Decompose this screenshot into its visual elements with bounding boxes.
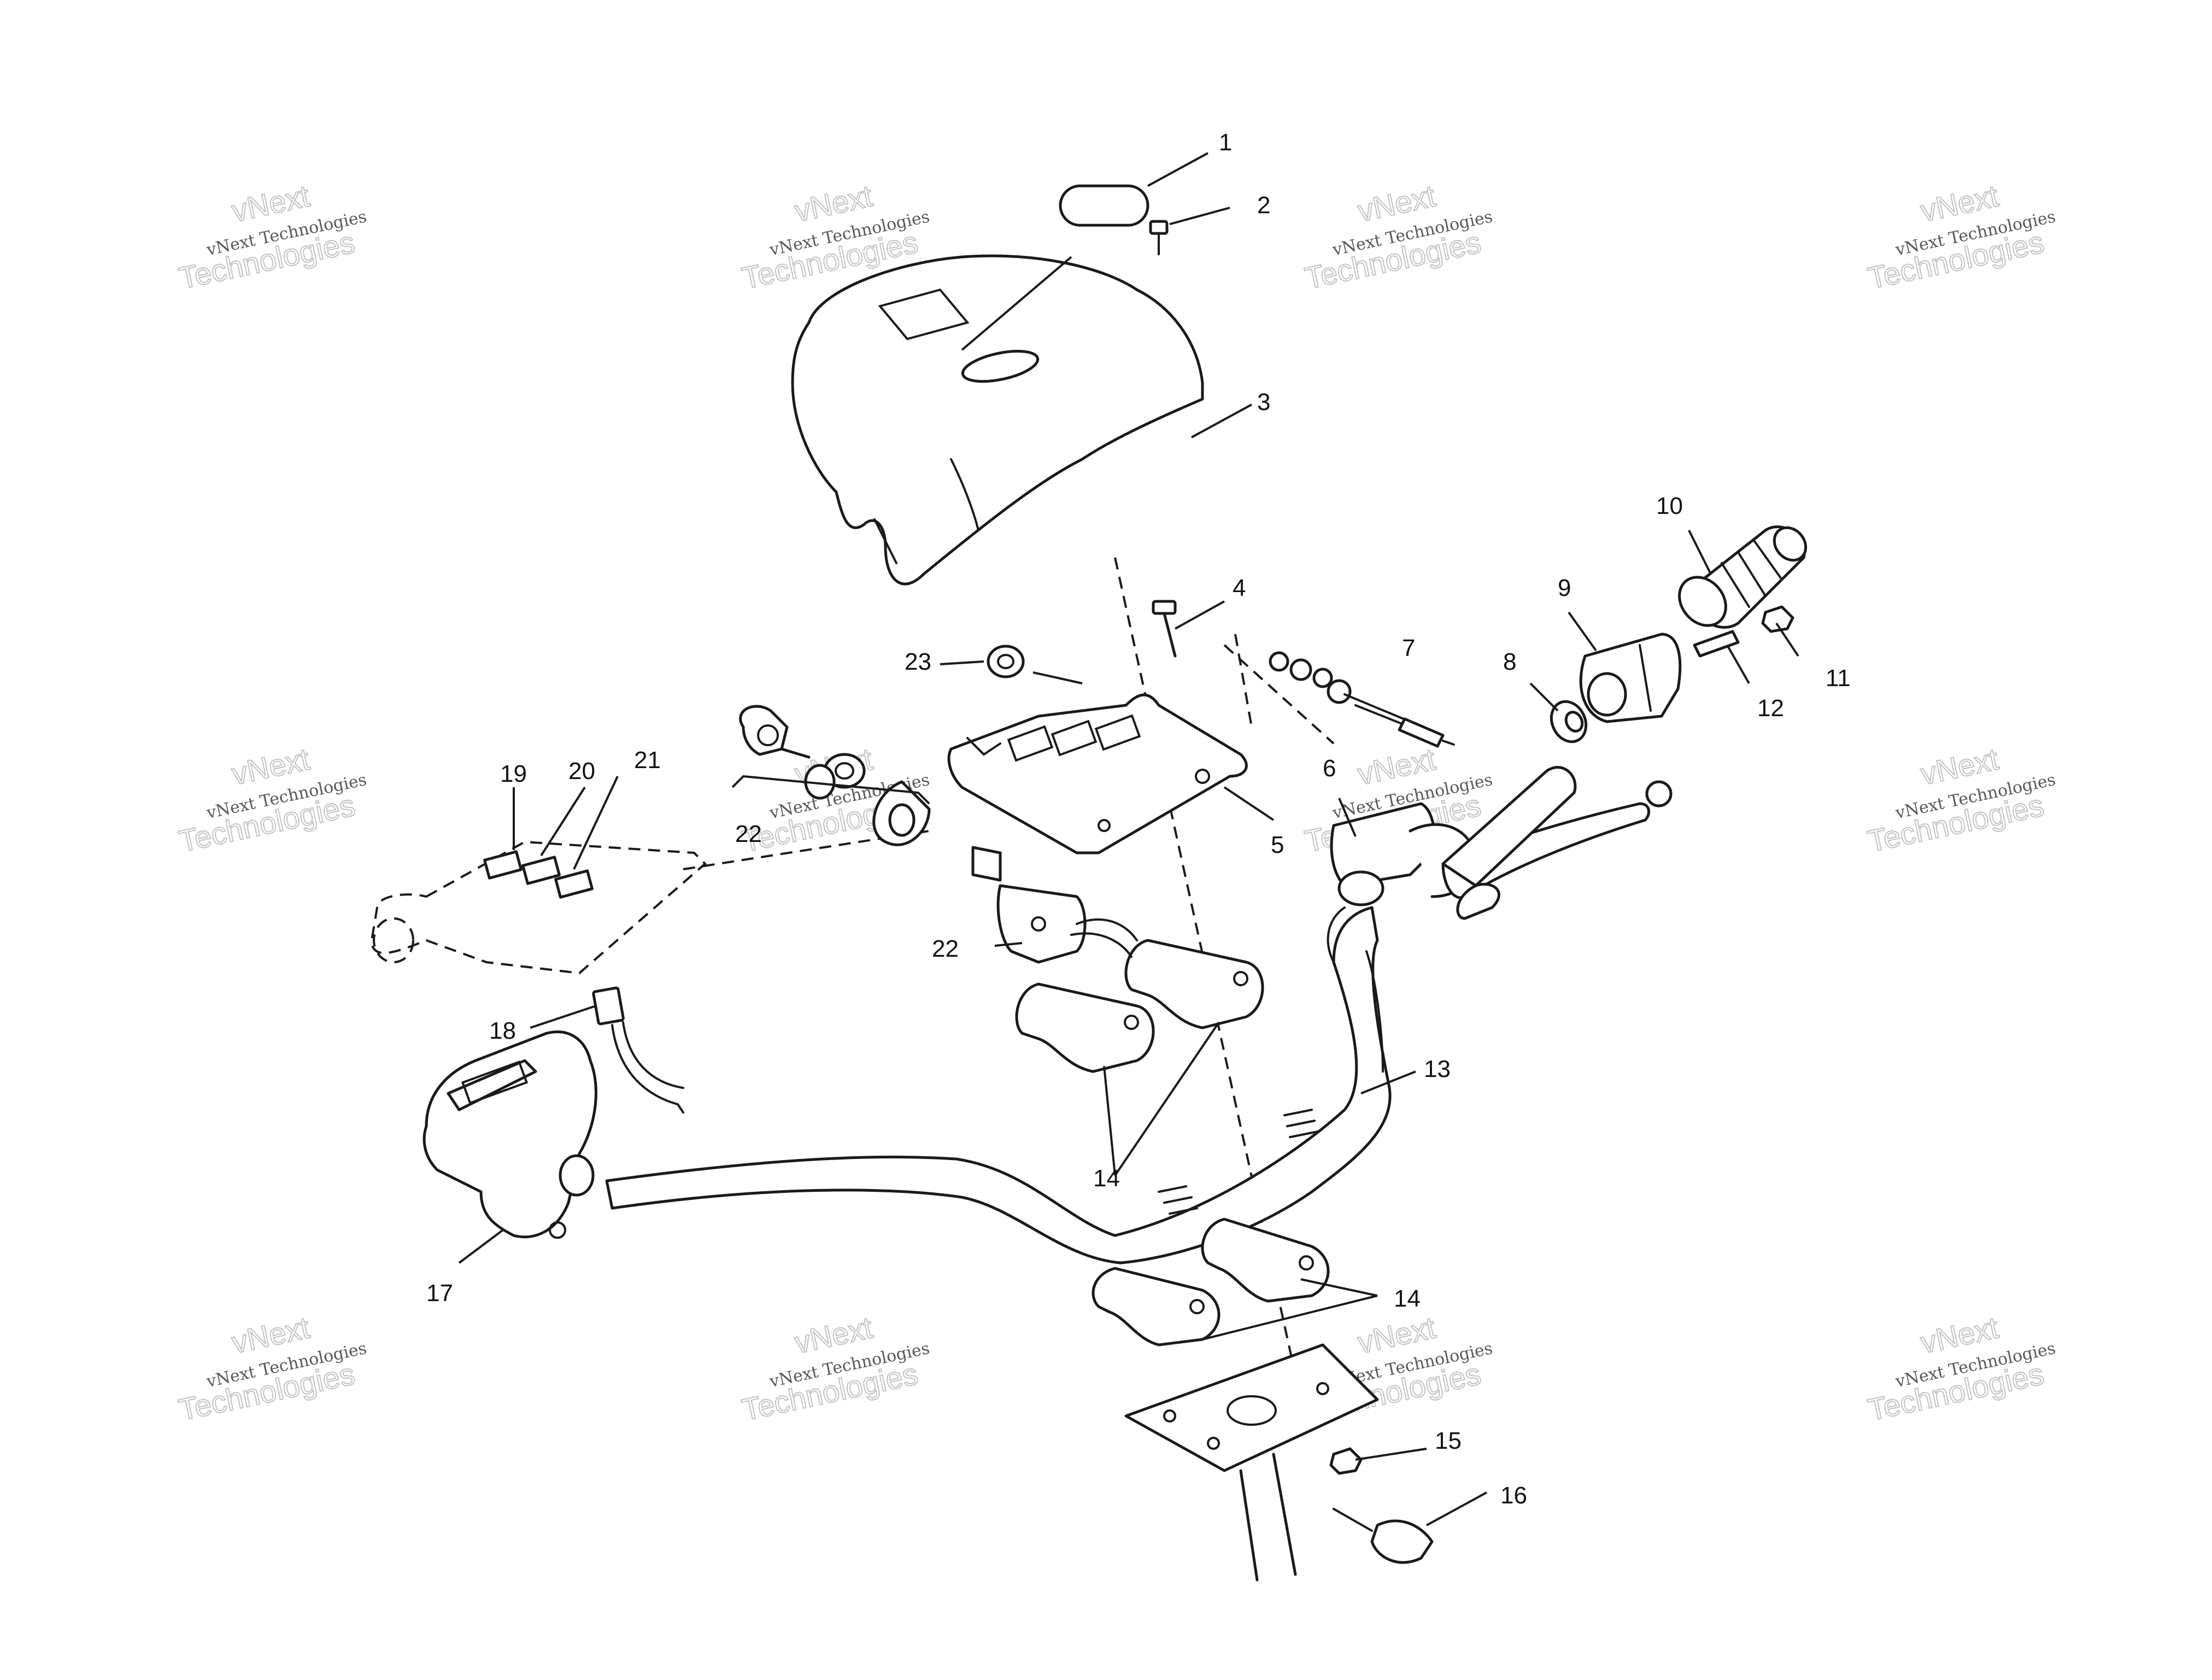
callout-22-lower: 22 [932, 935, 959, 962]
watermark-12: vNext Technologies vNext Technologies [1864, 1309, 2057, 1427]
watermark-3: vNext Technologies vNext Technologies [1301, 178, 1494, 296]
callout-15: 15 [1435, 1427, 1462, 1454]
part-washer [987, 645, 1025, 678]
watermark-9: vNext Technologies vNext Technologies [175, 1309, 368, 1427]
callout-10: 10 [1656, 493, 1683, 519]
watermark-8: vNext Technologies vNext Technologies [1864, 741, 2057, 859]
callout-17: 17 [426, 1280, 453, 1307]
part-lower-clamps [1092, 1217, 1330, 1347]
part-switch-panel-dashed [370, 840, 707, 975]
part-decal [1059, 184, 1149, 227]
watermark-4: vNext Technologies vNext Technologies [1864, 178, 2057, 296]
callout-22-upper: 22 [735, 821, 762, 847]
watermark-1: vNext Technologies vNext Technologies [175, 178, 368, 296]
part-handlebar [605, 906, 1392, 1265]
part-throttle-bushing [1550, 700, 1588, 744]
callout-labels: 1 2 3 4 23 7 5 6 8 9 10 11 12 13 14 14 1… [426, 129, 1851, 1509]
callout-18: 18 [489, 1017, 516, 1044]
watermark-10: vNext Technologies vNext Technologies [738, 1309, 931, 1427]
callout-12: 12 [1757, 695, 1784, 722]
callout-1: 1 [1219, 129, 1232, 156]
callout-3: 3 [1257, 389, 1270, 415]
callout-5: 5 [1271, 832, 1284, 858]
part-ignition-switch-upper [739, 705, 866, 800]
part-throttle-tube [1441, 766, 1577, 887]
part-hand-grip [1678, 525, 1808, 629]
part-throttle-screw [1693, 630, 1740, 658]
callout-21: 21 [634, 747, 661, 774]
callout-14-lower: 14 [1394, 1285, 1421, 1312]
callout-11: 11 [1826, 665, 1851, 692]
callout-20: 20 [568, 758, 595, 785]
callout-16: 16 [1500, 1482, 1527, 1509]
callout-4: 4 [1233, 575, 1246, 601]
part-mount-bolt [1152, 600, 1177, 658]
callout-7: 7 [1402, 635, 1415, 662]
callout-6: 6 [1323, 755, 1336, 782]
callout-13: 13 [1424, 1056, 1451, 1082]
part-wire-connector [592, 986, 684, 1114]
part-upper-clamps [1015, 939, 1264, 1073]
callout-2: 2 [1257, 192, 1270, 219]
part-left-switch-housing [423, 1030, 597, 1239]
callout-19: 19 [500, 760, 527, 787]
part-nut [1329, 1447, 1363, 1475]
part-switch-bracket [872, 693, 1248, 854]
part-end-cap [1761, 605, 1794, 633]
part-base-plate [1124, 1343, 1379, 1582]
callout-8: 8 [1503, 648, 1516, 675]
watermark-5: vNext Technologies vNext Technologies [175, 741, 368, 859]
part-cover-screw [1149, 220, 1169, 255]
callout-14-upper: 14 [1093, 1165, 1120, 1192]
callout-9: 9 [1558, 575, 1571, 601]
part-handlebar-cover [791, 254, 1204, 586]
part-cable-clamp [1333, 1508, 1434, 1564]
leader-lines [458, 152, 1799, 1526]
part-cable-adjuster [1269, 651, 1455, 748]
callout-23: 23 [905, 648, 931, 675]
part-throttle-housing [1579, 633, 1682, 723]
